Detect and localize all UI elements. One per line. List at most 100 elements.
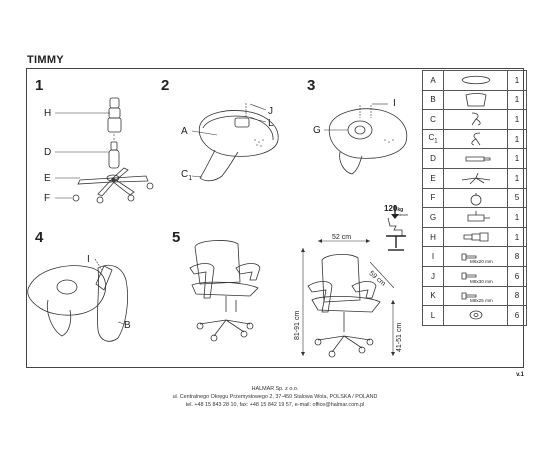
callout-b: B — [124, 320, 131, 331]
part-picture — [443, 167, 508, 189]
step4-backrest-drawing — [27, 258, 128, 342]
parts-table-row: J M8x30 mm 6 — [422, 265, 527, 287]
part-picture — [443, 109, 508, 130]
part-letter: H — [422, 226, 444, 248]
part-picture: M8x30 mm — [443, 265, 508, 287]
callout-i-step4: I — [87, 254, 90, 265]
step-number-4: 4 — [35, 229, 44, 246]
part-letter-text: G — [429, 212, 437, 222]
part-picture — [443, 187, 508, 209]
washer-icon — [469, 311, 482, 320]
part-quantity: 6 — [507, 305, 527, 326]
part-letter-text: C — [430, 114, 436, 124]
part-letter: I — [422, 246, 444, 267]
part-quantity: 1 — [507, 226, 527, 248]
callout-a: A — [181, 126, 188, 137]
backrest-icon — [465, 92, 486, 107]
dimension-height-total: 81-91 cm — [294, 310, 301, 340]
part-letter: L — [422, 305, 444, 326]
dimension-width: 52 cm — [332, 234, 352, 241]
footer-contact: tel. +48 15 843 28 10, fax: +48 15 842 1… — [185, 402, 365, 408]
part-letter: K — [422, 285, 444, 307]
callout-d: D — [44, 147, 52, 158]
part-letter-text: I — [431, 252, 435, 262]
max-load-icon — [386, 205, 406, 251]
part-picture: M8x25 mm — [443, 285, 508, 307]
star-base-icon — [461, 173, 490, 185]
screw-icon — [461, 253, 476, 261]
part-letter-text: J — [431, 271, 435, 281]
part-letter: C1 — [422, 128, 444, 150]
part-quantity: 8 — [507, 285, 527, 307]
part-quantity: 1 — [507, 109, 527, 130]
part-quantity: 1 — [507, 70, 527, 91]
part-letter-text: A — [430, 75, 436, 85]
step2-seat-drawing — [191, 103, 279, 182]
part-letter-text: F — [430, 193, 436, 203]
part-quantity: 1 — [507, 148, 527, 169]
step-number-5: 5 — [172, 229, 181, 246]
part-quantity: 1 — [507, 167, 527, 189]
screw-size-label: M8x25 mm — [470, 298, 493, 304]
step3-mechanism-drawing — [324, 103, 408, 175]
part-picture: M6x20 mm — [443, 246, 508, 267]
part-quantity: 1 — [507, 128, 527, 150]
part-letter: G — [422, 207, 444, 228]
part-letter-text: C — [428, 133, 435, 143]
part-letter: C — [422, 109, 444, 130]
max-load-unit: kg — [397, 207, 404, 213]
footer-address: ul. Centralnego Okręgu Przemysłowego 2, … — [172, 394, 378, 400]
mechanism-icon — [467, 211, 490, 222]
part-letter-sub: 1 — [434, 138, 438, 145]
caster-icon — [470, 192, 481, 206]
part-letter-text: K — [430, 291, 436, 301]
part-letter: F — [422, 187, 444, 209]
part-quantity: 5 — [507, 187, 527, 209]
footer-company: HALMAR Sp. z o.o. — [251, 386, 299, 392]
part-letter-text: D — [430, 154, 436, 164]
part-letter-text: L — [430, 310, 436, 320]
screw-icon — [461, 272, 476, 280]
callout-h: H — [44, 108, 52, 119]
callout-c1: C1 — [181, 169, 192, 182]
armrest-right-icon — [471, 113, 481, 126]
callout-j: J — [268, 106, 273, 117]
callout-c1-sub: 1 — [188, 175, 193, 182]
parts-table-row: K M8x25 mm 8 — [422, 285, 527, 307]
part-quantity: 6 — [507, 265, 527, 287]
step1-gas-lift-cover-drawing — [55, 97, 122, 142]
screw-size-label: M8x30 mm — [470, 278, 493, 284]
dimension-chair-drawing — [301, 239, 395, 358]
part-letter-text: B — [430, 95, 436, 105]
callout-c1-letter: C — [181, 169, 189, 180]
part-quantity: 1 — [507, 89, 527, 111]
part-letter: A — [422, 70, 444, 91]
callout-i-step3: I — [393, 98, 396, 109]
part-picture — [443, 70, 508, 91]
max-load-value: 120kg — [384, 204, 403, 213]
step5-chair-drawing — [189, 240, 261, 342]
max-load-number: 120 — [384, 204, 398, 213]
part-picture — [443, 148, 508, 169]
armrest-left-icon — [470, 132, 480, 146]
part-picture — [443, 305, 508, 326]
part-letter: B — [422, 89, 444, 111]
part-letter: D — [422, 148, 444, 169]
screw-icon — [461, 292, 476, 300]
screw-size-label: M6x20 mm — [470, 258, 493, 264]
seat-icon — [461, 76, 490, 85]
version-label: v.1 — [516, 372, 524, 378]
